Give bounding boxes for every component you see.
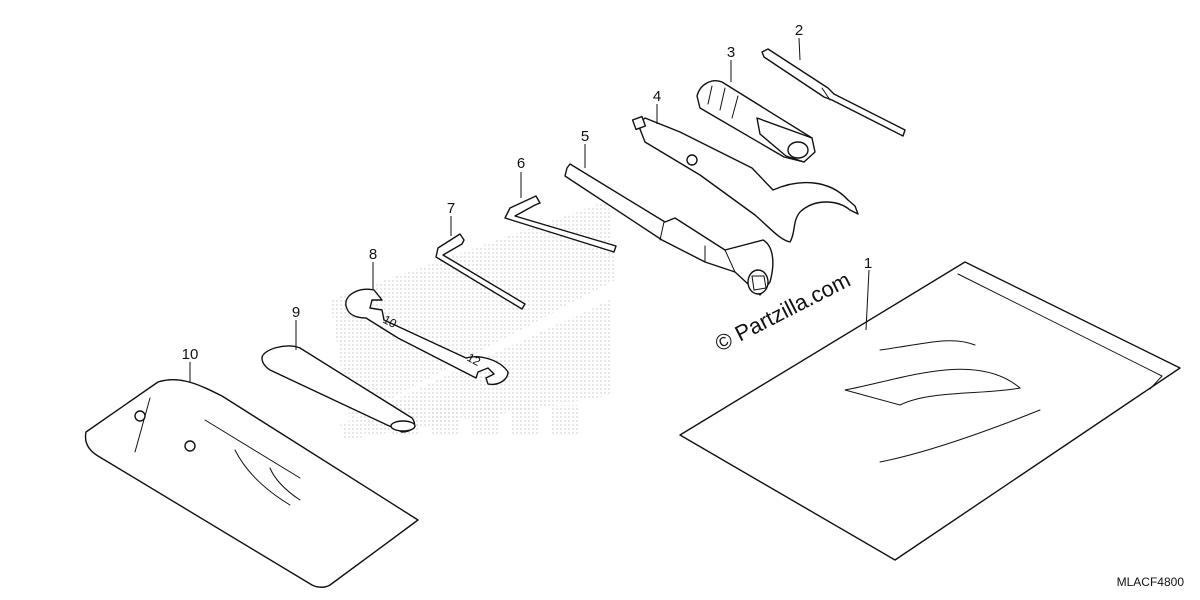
svg-text:10: 10 xyxy=(381,312,400,331)
callout-5: 5 xyxy=(581,128,589,145)
owners-manual xyxy=(679,261,1181,561)
open-end-wrench: 10 12 xyxy=(345,288,509,386)
callouts: 1 2 3 4 5 6 7 8 9 10 xyxy=(182,22,873,363)
spark-plug-wrench xyxy=(564,163,774,296)
callout-3: 3 xyxy=(727,44,735,61)
honda-logo-letters xyxy=(390,405,580,435)
callout-8: 8 xyxy=(369,246,377,263)
leader-lines xyxy=(189,37,870,382)
callout-6: 6 xyxy=(517,155,525,172)
callout-4: 4 xyxy=(653,88,661,105)
callout-2: 2 xyxy=(795,22,803,39)
screwdriver-grip xyxy=(696,80,816,163)
screwdriver xyxy=(761,48,906,137)
extension-bar xyxy=(261,345,416,433)
diagram-code: MLACF4800 xyxy=(1117,575,1185,589)
callout-9: 9 xyxy=(292,304,300,321)
pin-spanner xyxy=(631,115,859,243)
tool-bag xyxy=(84,378,419,588)
svg-text:12: 12 xyxy=(465,350,484,369)
callout-7: 7 xyxy=(447,200,455,217)
callout-10: 10 xyxy=(182,346,199,363)
callout-1: 1 xyxy=(864,255,872,272)
hex-wrench-small xyxy=(435,233,526,310)
hex-wrench-large xyxy=(504,195,617,253)
